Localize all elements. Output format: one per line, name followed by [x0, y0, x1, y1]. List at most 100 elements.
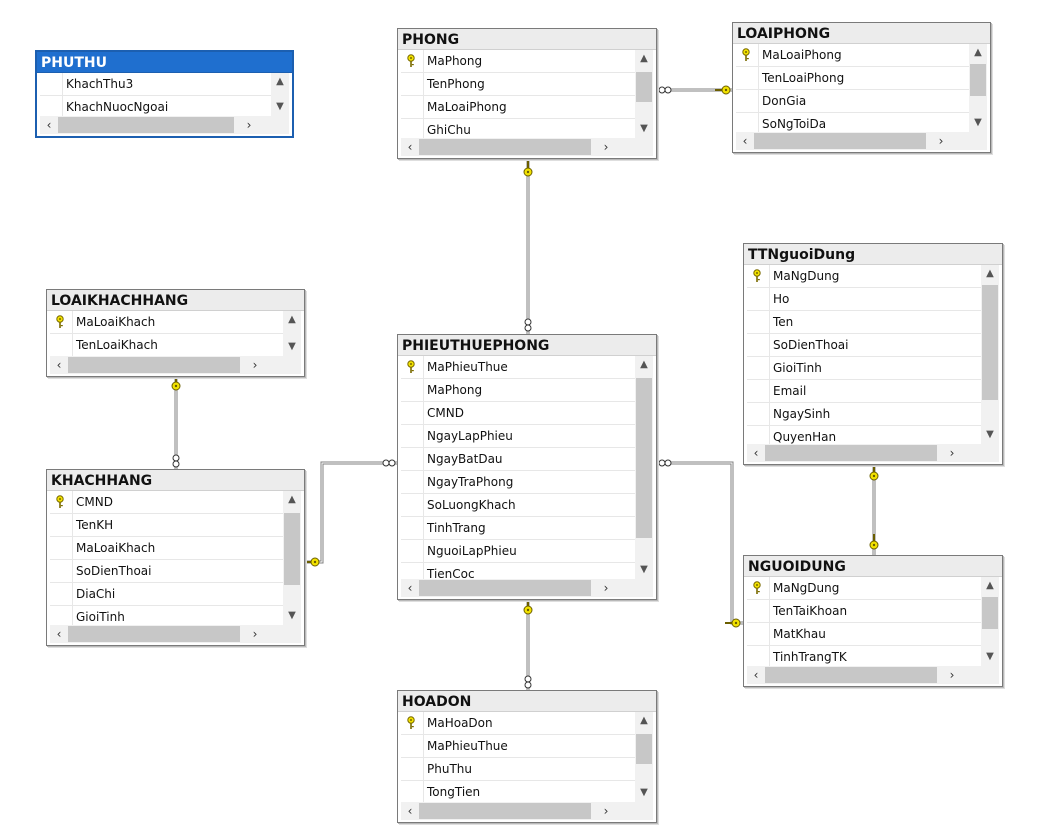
link-khachhang-phieuthuephong-inner[interactable]: [305, 462, 397, 563]
column-row[interactable]: Email: [747, 380, 981, 403]
link-phieuthuephong-nguoidung-inner[interactable]: [657, 462, 743, 624]
column-row[interactable]: SoNgToiDa: [736, 113, 969, 132]
horizontal-scrollbar[interactable]: ‹›: [50, 625, 301, 643]
column-row[interactable]: NgayTraPhong: [401, 471, 635, 494]
link-khachhang-phieuthuephong[interactable]: [305, 461, 397, 564]
scroll-down-icon[interactable]: ▼: [640, 787, 648, 798]
horizontal-scrollbar[interactable]: ‹›: [40, 116, 289, 134]
scroll-up-icon[interactable]: ▲: [276, 76, 284, 87]
horizontal-scrollbar[interactable]: ‹›: [736, 132, 987, 150]
column-row[interactable]: NguoiLapPhieu: [401, 540, 635, 563]
scroll-down-icon[interactable]: ▼: [986, 429, 994, 440]
scroll-up-icon[interactable]: ▲: [986, 268, 994, 279]
scroll-left-icon[interactable]: ‹: [753, 446, 759, 460]
column-row[interactable]: PhuThu: [401, 758, 635, 781]
scroll-thumb[interactable]: [419, 803, 591, 819]
column-row[interactable]: Ten: [747, 311, 981, 334]
scroll-thumb[interactable]: [765, 667, 937, 683]
vertical-scrollbar[interactable]: ▲▼: [271, 73, 289, 116]
column-row[interactable]: NgayLapPhieu: [401, 425, 635, 448]
table-title[interactable]: TTNguoiDung: [744, 244, 1002, 265]
column-row[interactable]: TenLoaiKhach: [50, 334, 283, 356]
scroll-thumb[interactable]: [284, 513, 300, 585]
scroll-right-icon[interactable]: ›: [603, 804, 609, 818]
scroll-thumb[interactable]: [58, 117, 234, 133]
column-row[interactable]: QuyenHan: [747, 426, 981, 444]
column-row[interactable]: Ho: [747, 288, 981, 311]
scroll-up-icon[interactable]: ▲: [640, 715, 648, 726]
column-row[interactable]: MaLoaiPhong: [736, 44, 969, 67]
horizontal-scrollbar[interactable]: ‹›: [401, 802, 653, 820]
column-row[interactable]: MaPhong: [401, 379, 635, 402]
column-row[interactable]: TenPhong: [401, 73, 635, 96]
column-row[interactable]: DiaChi: [50, 583, 283, 606]
column-row[interactable]: CMND: [50, 491, 283, 514]
scroll-right-icon[interactable]: ›: [252, 358, 258, 372]
scroll-down-icon[interactable]: ▼: [640, 123, 648, 134]
scroll-thumb[interactable]: [765, 445, 937, 461]
column-row[interactable]: TenKH: [50, 514, 283, 537]
scroll-down-icon[interactable]: ▼: [288, 610, 296, 621]
scroll-thumb[interactable]: [636, 72, 652, 102]
scroll-thumb[interactable]: [754, 133, 926, 149]
scroll-right-icon[interactable]: ›: [949, 668, 955, 682]
column-row[interactable]: NgaySinh: [747, 403, 981, 426]
column-row[interactable]: DonGia: [736, 90, 969, 113]
column-row[interactable]: SoDienThoai: [50, 560, 283, 583]
scroll-up-icon[interactable]: ▲: [288, 494, 296, 505]
scroll-right-icon[interactable]: ›: [603, 581, 609, 595]
scroll-up-icon[interactable]: ▲: [986, 580, 994, 591]
scroll-thumb[interactable]: [982, 597, 998, 629]
scroll-left-icon[interactable]: ‹: [56, 627, 62, 641]
table-title[interactable]: NGUOIDUNG: [744, 556, 1002, 577]
column-row[interactable]: TinhTrangTK: [747, 646, 981, 666]
scroll-down-icon[interactable]: ▼: [974, 117, 982, 128]
column-row[interactable]: CMND: [401, 402, 635, 425]
column-row[interactable]: TinhTrang: [401, 517, 635, 540]
scroll-right-icon[interactable]: ›: [252, 627, 258, 641]
column-row[interactable]: MaLoaiKhach: [50, 311, 283, 334]
column-row[interactable]: MatKhau: [747, 623, 981, 646]
scroll-thumb[interactable]: [419, 139, 591, 155]
scroll-left-icon[interactable]: ‹: [407, 804, 413, 818]
vertical-scrollbar[interactable]: ▲▼: [283, 491, 301, 625]
scroll-left-icon[interactable]: ‹: [407, 581, 413, 595]
vertical-scrollbar[interactable]: ▲▼: [635, 50, 653, 138]
scroll-left-icon[interactable]: ‹: [753, 668, 759, 682]
horizontal-scrollbar[interactable]: ‹›: [50, 356, 301, 374]
table-title[interactable]: LOAIPHONG: [733, 23, 990, 44]
scroll-thumb[interactable]: [970, 64, 986, 96]
vertical-scrollbar[interactable]: ▲▼: [981, 577, 999, 666]
column-row[interactable]: GioiTinh: [747, 357, 981, 380]
scroll-up-icon[interactable]: ▲: [640, 359, 648, 370]
vertical-scrollbar[interactable]: ▲▼: [969, 44, 987, 132]
column-row[interactable]: MaPhieuThue: [401, 735, 635, 758]
column-row[interactable]: MaLoaiKhach: [50, 537, 283, 560]
column-row[interactable]: MaLoaiPhong: [401, 96, 635, 119]
table-title[interactable]: LOAIKHACHHANG: [47, 290, 304, 311]
table-title[interactable]: PHUTHU: [37, 52, 292, 73]
scroll-up-icon[interactable]: ▲: [288, 314, 296, 325]
link-phieuthuephong-nguoidung[interactable]: [657, 461, 743, 625]
column-row[interactable]: MaPhong: [401, 50, 635, 73]
scroll-right-icon[interactable]: ›: [938, 134, 944, 148]
scroll-down-icon[interactable]: ▼: [640, 564, 648, 575]
column-row[interactable]: TenLoaiPhong: [736, 67, 969, 90]
scroll-up-icon[interactable]: ▲: [974, 47, 982, 58]
scroll-thumb[interactable]: [636, 734, 652, 764]
column-row[interactable]: MaPhieuThue: [401, 356, 635, 379]
scroll-left-icon[interactable]: ‹: [407, 140, 413, 154]
horizontal-scrollbar[interactable]: ‹›: [401, 138, 653, 156]
scroll-thumb[interactable]: [982, 285, 998, 400]
scroll-left-icon[interactable]: ‹: [742, 134, 748, 148]
column-row[interactable]: TenTaiKhoan: [747, 600, 981, 623]
column-row[interactable]: GioiTinh: [50, 606, 283, 625]
scroll-thumb[interactable]: [68, 357, 240, 373]
horizontal-scrollbar[interactable]: ‹›: [747, 666, 999, 684]
